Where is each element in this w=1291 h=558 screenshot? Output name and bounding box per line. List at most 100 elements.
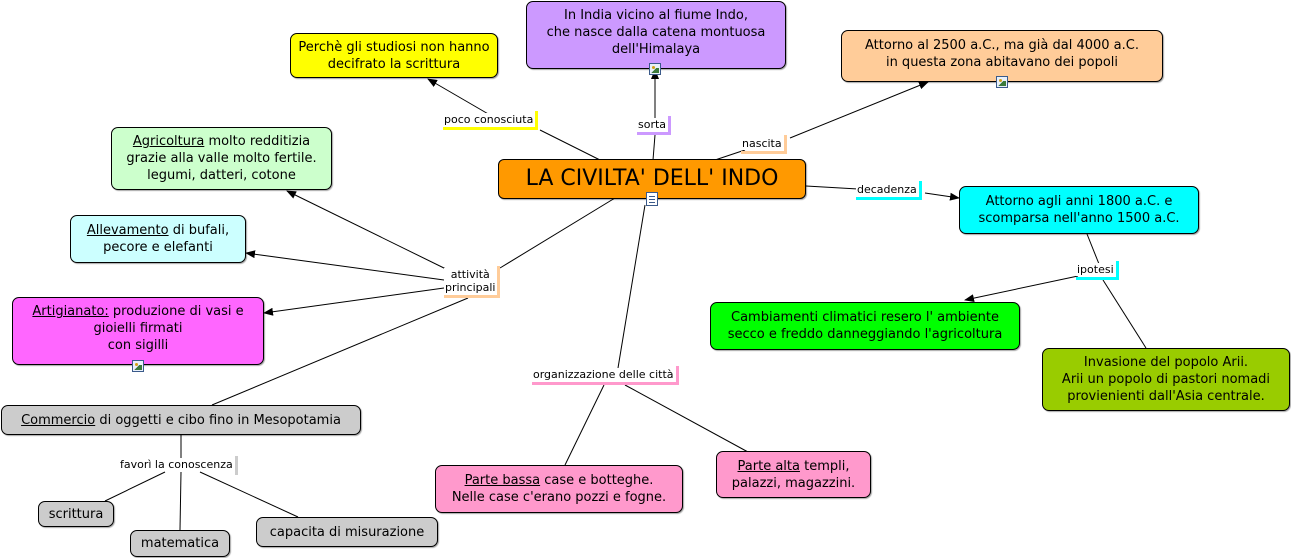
artigianato-line1: gioielli firmati: [93, 321, 183, 336]
edge-attivita-arti: [263, 287, 445, 316]
node-artigianato[interactable]: Artigianato: produzione di vasi e gioiel…: [12, 297, 264, 365]
node-parte-alta[interactable]: Parte alta templi, palazzi, magazzini.: [716, 451, 871, 498]
misurazione-text: capacita di misurazione: [269, 524, 425, 540]
node-invasione[interactable]: Invasione del popolo Arii. Arii un popol…: [1042, 348, 1290, 411]
image-icon[interactable]: [132, 360, 144, 372]
edge-decadenza-node: [924, 192, 960, 201]
label-underline: [637, 132, 672, 135]
edge-favori-misurazione: [199, 471, 299, 518]
link-label-favori[interactable]: favorì la conoscenza: [119, 456, 238, 475]
invasione-line3: provienienti dall'Asia centrale.: [1067, 389, 1265, 404]
alta-line1: palazzi, magazzini.: [731, 475, 856, 491]
link-org-text: organizzazione delle città: [533, 368, 674, 381]
link-ipotesi-text: ipotesi: [1077, 263, 1114, 276]
agricoltura-line2: legumi, datteri, cotone: [147, 168, 296, 183]
central-title: LA CIVILTA' DELL' INDO: [525, 166, 779, 191]
edge-favori-scrittura: [104, 471, 166, 502]
link-label-poco[interactable]: poco conosciuta: [443, 111, 539, 130]
label-underline: [444, 295, 501, 298]
node-commercio[interactable]: Commercio di oggetti e cibo fino in Meso…: [1, 405, 361, 435]
alta-rest: templi,: [799, 458, 850, 474]
link-label-ipotesi[interactable]: ipotesi: [1076, 261, 1119, 280]
node-cambiamenti[interactable]: Cambiamenti climatici resero l' ambiente…: [710, 302, 1020, 350]
allevamento-line1: pecore e elefanti: [103, 240, 213, 255]
label-sideline: [535, 111, 539, 130]
edge-attivita-comm: [211, 297, 469, 406]
link-label-attivita[interactable]: attività principali: [444, 266, 501, 298]
edge-favori-matematica: [179, 471, 182, 531]
link-label-organizzazione[interactable]: organizzazione delle città: [532, 366, 679, 385]
bassa-head: Parte bassa: [464, 473, 541, 488]
node-parte-bassa[interactable]: Parte bassa case e botteghe. Nelle case …: [435, 465, 683, 513]
bassa-line1: Nelle case c'erano pozzi e fogne.: [451, 490, 667, 505]
label-sideline: [675, 366, 679, 385]
commercio-rest: di oggetti e cibo fino in Mesopotamia: [95, 412, 341, 428]
link-nascita-text: nascita: [742, 137, 782, 150]
allevamento-head: Allevamento: [86, 223, 169, 238]
node-india-line1: In India vicino al fiume Indo,: [564, 8, 748, 23]
edge-central-nascita: [714, 149, 746, 161]
link-poco-text: poco conosciuta: [444, 113, 534, 126]
link-label-sorta[interactable]: sorta: [637, 116, 672, 135]
label-sideline: [497, 266, 501, 298]
edge-central-attivita: [499, 197, 616, 269]
node-india[interactable]: In India vicino al fiume Indo, che nasce…: [526, 1, 786, 69]
artigianato-rest: produzione di vasi e: [108, 304, 244, 319]
scrittura-text: scrittura: [48, 506, 104, 522]
allevamento-rest: di bufali,: [168, 223, 230, 238]
label-sideline: [1115, 261, 1119, 280]
agricoltura-rest: molto redditizia: [204, 134, 311, 149]
label-sideline: [783, 135, 787, 154]
artigianato-head: Artigianato:: [32, 304, 109, 319]
node-misurazione[interactable]: capacita di misurazione: [256, 517, 438, 547]
document-icon[interactable]: [646, 192, 658, 206]
node-poco-text: Perchè gli studiosi non hanno decifrato …: [298, 39, 490, 72]
edge-nascita-node: [789, 81, 929, 139]
link-decadenza-text: decadenza: [857, 183, 917, 196]
label-underline: [443, 127, 539, 130]
node-matematica[interactable]: matematica: [130, 530, 230, 557]
node-attorno-2500[interactable]: Attorno al 2500 a.C., ma già dal 4000 a.…: [841, 30, 1163, 82]
edge-org-bassa: [564, 384, 605, 466]
edge-org-alta: [624, 384, 749, 453]
edge-central-poco: [539, 129, 601, 161]
label-underline: [741, 151, 787, 154]
link-attivita-line1: attività: [450, 268, 490, 281]
node-india-line2: che nasce dalla catena montuosa: [546, 25, 766, 40]
image-icon[interactable]: [996, 76, 1008, 88]
edge-central-decadenza: [805, 185, 859, 190]
label-underline: [532, 382, 679, 385]
node-india-line3: dell'Himalaya: [611, 42, 701, 57]
label-underline: [856, 197, 922, 200]
link-favori-text: favorì la conoscenza: [120, 458, 233, 471]
edge-ipotesi-invasione: [1102, 279, 1147, 349]
node-1800-line2: scomparsa nell'anno 1500 a.C.: [978, 211, 1180, 226]
edge-central-org: [617, 204, 646, 369]
edge-central-sorta: [652, 134, 656, 161]
node-1800-line1: Attorno agli anni 1800 a.C. e: [985, 194, 1173, 209]
edge-attivita-alle: [245, 250, 445, 281]
cambiamenti-line1: Cambiamenti climatici resero l' ambiente: [731, 310, 999, 325]
node-2500-line2: in questa zona abitavano dei popoli: [885, 55, 1119, 70]
commercio-head: Commercio: [21, 412, 96, 428]
link-label-decadenza[interactable]: decadenza: [856, 181, 922, 200]
node-allevamento[interactable]: Allevamento di bufali, pecore e elefanti: [70, 215, 246, 263]
node-agricoltura[interactable]: Agricoltura molto redditizia grazie alla…: [111, 127, 332, 190]
label-sideline: [234, 456, 238, 475]
node-scrittura[interactable]: scrittura: [38, 501, 114, 527]
label-sideline: [668, 116, 672, 135]
agricoltura-line1: grazie alla valle molto fertile.: [126, 151, 317, 166]
image-icon[interactable]: [649, 63, 661, 75]
invasione-line2: Arii un popolo di pastori nomadi: [1061, 372, 1271, 387]
label-sideline: [918, 181, 922, 200]
node-attorno-1800[interactable]: Attorno agli anni 1800 a.C. e scomparsa …: [959, 186, 1199, 234]
link-sorta-text: sorta: [638, 118, 667, 131]
edge-poco-node: [427, 78, 491, 116]
matematica-text: matematica: [140, 536, 220, 551]
node-2500-line1: Attorno al 2500 a.C., ma già dal 4000 a.…: [865, 38, 1139, 53]
node-poco-conosciuta[interactable]: Perchè gli studiosi non hanno decifrato …: [290, 33, 498, 78]
edge-1800-ipotesi: [1086, 233, 1100, 265]
agricoltura-head: Agricoltura: [132, 134, 205, 149]
link-label-nascita[interactable]: nascita: [741, 135, 787, 154]
alta-head: Parte alta: [737, 458, 800, 474]
